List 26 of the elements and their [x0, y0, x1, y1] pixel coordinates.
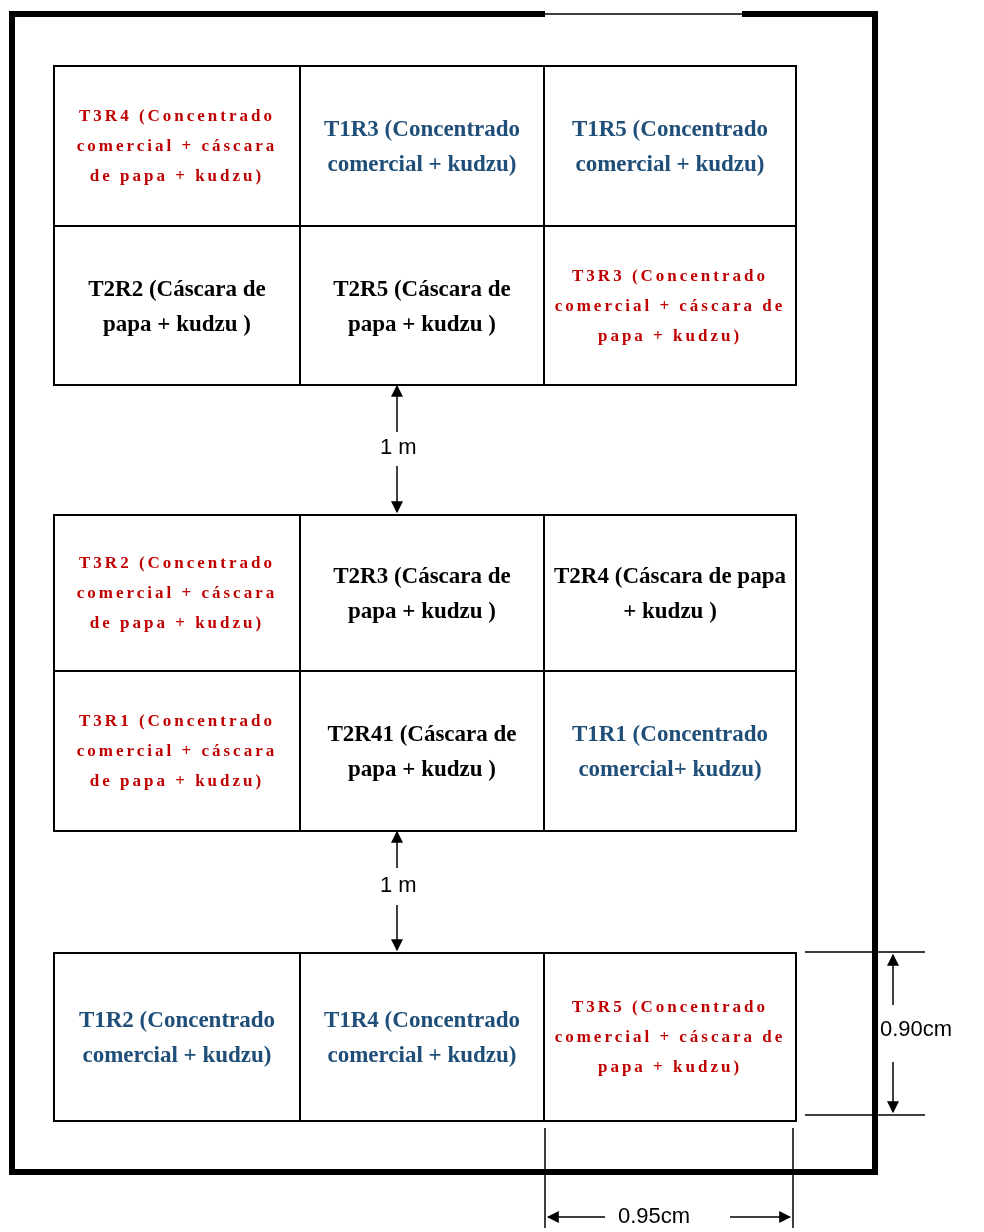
plot-label: T2R3 (Cáscara de papa + kudzu ) [332, 562, 512, 625]
plot-cell [53, 225, 301, 386]
plot-label: T3R4 (Concentrado comercial + cáscara de papa + kudzu) [75, 105, 279, 187]
plot-label: T3R1 (Concentrado comercial + cáscara de papa + kudzu) [75, 710, 279, 792]
plot-cell [543, 952, 797, 1122]
plot-cell [299, 952, 545, 1122]
plot-label: T1R4 (Concentrado comercial + kudzu) [322, 1006, 522, 1069]
plot-label: T2R4 (Cáscara de papa + kudzu ) [553, 562, 787, 625]
plot-label: T1R2 (Concentrado comercial + kudzu) [77, 1006, 277, 1069]
plot-cell [543, 65, 797, 227]
plot-cell [543, 225, 797, 386]
plot-cell [53, 952, 301, 1122]
plot-label: T2R2 (Cáscara de papa + kudzu ) [87, 274, 267, 338]
plot-label: T1R3 (Concentrado comercial + kudzu) [322, 115, 522, 178]
plot-label: T1R5 (Concentrado comercial + kudzu) [570, 115, 770, 178]
plot-label: T1R1 (Concentrado comercial+ kudzu) [570, 720, 770, 783]
plot-label: T2R5 (Cáscara de papa + kudzu ) [332, 274, 512, 338]
plot-cell [53, 65, 301, 227]
plot-label: T3R2 (Concentrado comercial + cáscara de papa + kudzu) [75, 552, 279, 634]
plot-cell [543, 514, 797, 672]
plot-label: T3R5 (Concentrado comercial + cáscara de papa + kudzu) [553, 996, 787, 1078]
plot-label: T2R41 (Cáscara de papa + kudzu ) [326, 720, 518, 783]
plot-cell [53, 514, 301, 672]
plot-label: T3R3 (Concentrado comercial + cáscara de papa + kudzu) [553, 264, 787, 347]
plot-cell [53, 670, 301, 832]
plot-cell [543, 670, 797, 832]
